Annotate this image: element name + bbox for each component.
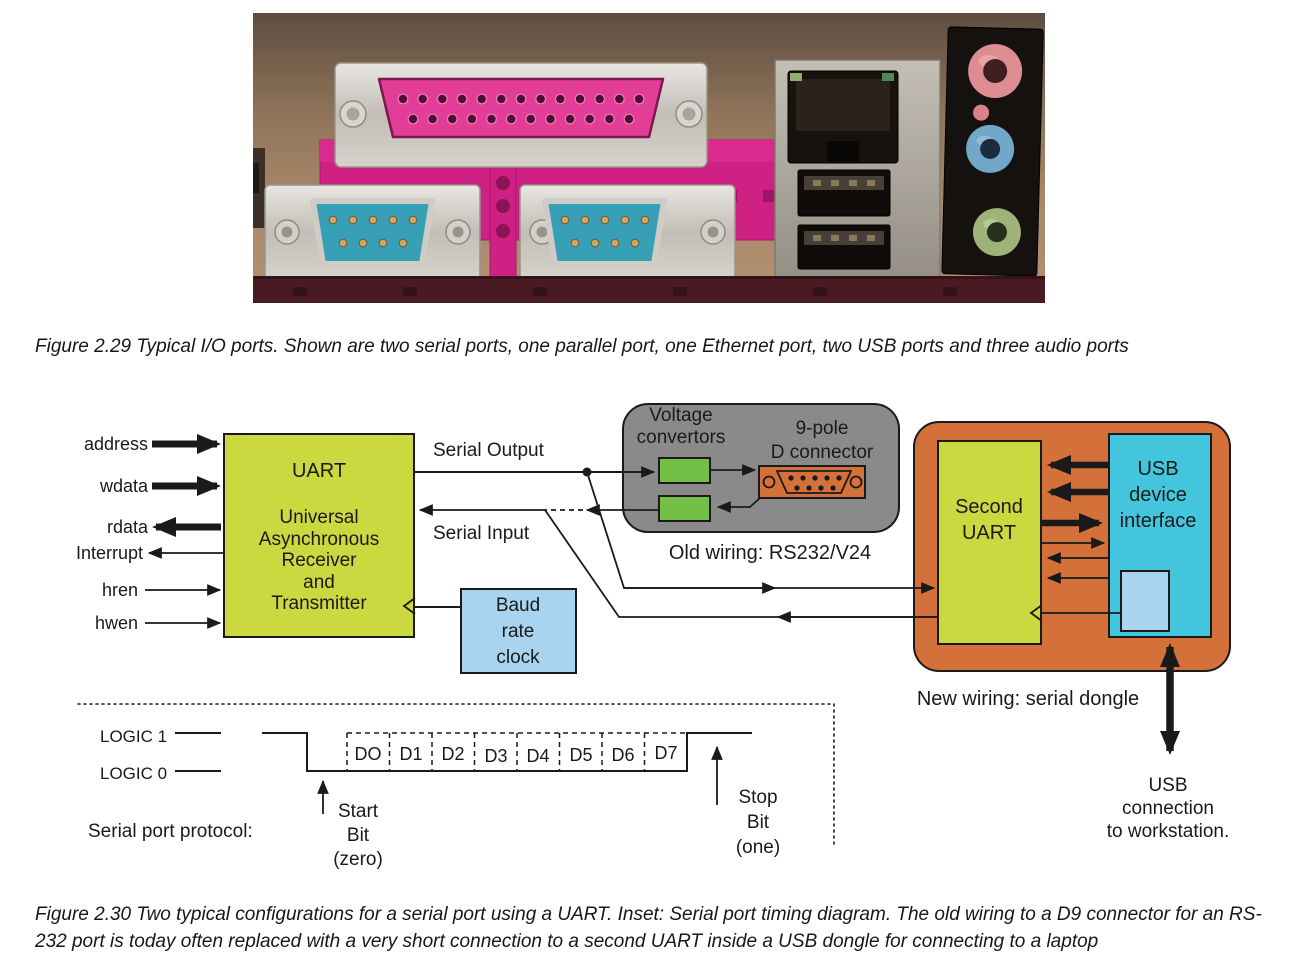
usb-interface-line: interface bbox=[1119, 510, 1197, 532]
usb-connection-line: to workstation. bbox=[1106, 821, 1230, 842]
serial-input-label: Serial Input bbox=[433, 523, 530, 544]
stop-bit-line: (one) bbox=[735, 837, 781, 858]
second-uart-label: Second UART bbox=[955, 494, 1023, 546]
stop-bit-label: Stop Bit (one) bbox=[736, 785, 780, 860]
board-edge bbox=[253, 276, 1045, 303]
uart-bus-arrows bbox=[145, 434, 223, 629]
voltage-convertors-label: Voltage convertors bbox=[637, 405, 726, 449]
ethernet-usb-module bbox=[774, 59, 941, 286]
data-bit-cells bbox=[346, 732, 688, 770]
data-bit-label-d3: D3 bbox=[484, 746, 508, 766]
figure-2-30-caption: Figure 2.30 Two typical configurations f… bbox=[35, 904, 1262, 952]
uart-block bbox=[223, 433, 415, 638]
uart-subtitle-line: Transmitter bbox=[271, 593, 367, 614]
baud-rate-clock-block bbox=[460, 588, 577, 674]
voltage-convertor-top bbox=[658, 457, 711, 484]
serial-port-protocol-label: Serial port protocol: bbox=[88, 821, 253, 842]
old-wiring-caption: Old wiring: RS232/V24 bbox=[668, 542, 872, 564]
uart-subtitle-line: Universal bbox=[279, 507, 359, 528]
uart-subtitle-line: and bbox=[303, 571, 335, 593]
start-bit-line: Start bbox=[337, 801, 379, 822]
wire-junction-dot bbox=[582, 467, 592, 477]
figure-2-29-caption: Figure 2.29 Typical I/O ports. Shown are… bbox=[35, 336, 1129, 357]
second-uart-line: UART bbox=[961, 522, 1017, 544]
voltage-convertors-line: convertors bbox=[636, 427, 726, 448]
data-bit-label-d5: D5 bbox=[569, 745, 593, 765]
data-bit-label-d4: D4 bbox=[526, 746, 550, 766]
second-uart-block bbox=[937, 440, 1042, 645]
baud-clock-label: Baud rate clock bbox=[496, 593, 540, 671]
uart-title: UART bbox=[291, 460, 347, 482]
baud-clock-line: clock bbox=[496, 647, 540, 668]
io-ports-photo bbox=[253, 13, 1045, 303]
serial-port-right bbox=[519, 184, 736, 281]
usb-interface-line: USB bbox=[1137, 458, 1179, 480]
data-bit-label-d1: D1 bbox=[399, 744, 423, 764]
serial-port-left bbox=[264, 184, 481, 281]
d-connector-line: 9-pole bbox=[795, 418, 849, 439]
voltage-convertor-bottom bbox=[658, 495, 711, 522]
start-bit-label: Start Bit (zero) bbox=[333, 800, 383, 872]
usb-interface-line: device bbox=[1129, 484, 1187, 506]
start-bit-line: (zero) bbox=[333, 849, 383, 870]
d-connector-line: D connector bbox=[770, 442, 874, 463]
uart-subtitle-line: Receiver bbox=[281, 550, 357, 571]
parallel-port-db25 bbox=[334, 62, 708, 168]
data-bit-label-d0: DO bbox=[354, 744, 382, 764]
ethernet-led-right bbox=[882, 73, 894, 81]
stop-bit-line: Bit bbox=[746, 812, 770, 833]
dongle-clock-block bbox=[1120, 570, 1170, 632]
uart-subtitle: Universal Asynchronous Receiver and Tran… bbox=[259, 507, 379, 615]
signal-label-hwen: hwen bbox=[94, 613, 138, 633]
audio-jack-panel bbox=[941, 26, 1044, 277]
signal-label-interrupt: Interrupt bbox=[75, 543, 143, 563]
data-bit-label-d6: D6 bbox=[611, 745, 635, 765]
io-ports-photo-art bbox=[253, 13, 1045, 303]
start-bit-line: Bit bbox=[346, 825, 370, 846]
uart-subtitle-line: Asynchronous bbox=[258, 528, 380, 550]
ethernet-led-left bbox=[790, 73, 802, 81]
signal-label-hren: hren bbox=[101, 580, 138, 600]
logic-1-label: LOGIC 1 bbox=[100, 727, 168, 746]
signal-label-address: address bbox=[83, 434, 148, 454]
usb-connection-line: USB bbox=[1148, 775, 1188, 796]
usb-connection-label: USB connection to workstation. bbox=[1107, 774, 1230, 843]
data-bit-label-d2: D2 bbox=[441, 744, 465, 764]
baud-clock-line: rate bbox=[501, 621, 535, 642]
new-wiring-caption: New wiring: serial dongle bbox=[916, 688, 1140, 710]
usb-interface-label: USB device interface bbox=[1120, 456, 1197, 534]
stop-bit-line: Stop bbox=[738, 787, 778, 808]
voltage-convertors-line: Voltage bbox=[649, 405, 713, 426]
signal-label-rdata: rdata bbox=[106, 517, 148, 537]
baud-clock-line: Baud bbox=[495, 595, 541, 616]
second-uart-line: Second bbox=[955, 496, 1023, 518]
serial-output-label: Serial Output bbox=[433, 440, 544, 461]
logic-0-label: LOGIC 0 bbox=[100, 764, 168, 783]
data-bit-label-d7: D7 bbox=[654, 743, 678, 763]
usb-connection-line: connection bbox=[1122, 798, 1214, 819]
signal-label-wdata: wdata bbox=[99, 476, 148, 496]
d-connector-label: 9-pole D connector bbox=[771, 417, 873, 465]
